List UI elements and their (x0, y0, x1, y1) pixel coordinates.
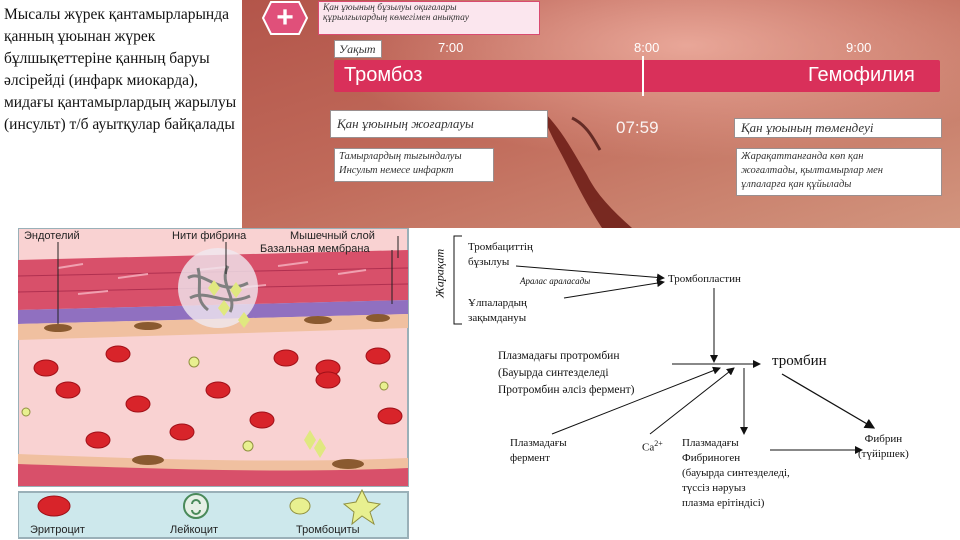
time-cursor (642, 56, 644, 96)
video-still: + Қан ұюының бұзылуы оқиғалары құрылғыла… (242, 0, 960, 228)
coagulation-arrows (453, 235, 876, 454)
intro-paragraph: Мысалы жүрек қантамырларында қанның ұюын… (4, 6, 237, 133)
leukocyte-icon (183, 493, 209, 519)
fibrinogen-text: Плазмадағы Фибриноген (бауырда синтездел… (682, 437, 790, 509)
blood-vessel-illustration: Эндотелий Нити фибрина Мышечный слой Баз… (18, 228, 410, 540)
trauma-bracket (453, 235, 462, 325)
video-background (242, 0, 960, 228)
right-note-box: Жарақаттанғанда көп қан жоғалтады, қылта… (736, 148, 942, 196)
legend-leukocyte: Лейкоцит (170, 524, 219, 536)
legend-panel (18, 491, 409, 539)
bar-label-thrombosis: Тромбоз (344, 64, 423, 86)
time-tick-7: 7:00 (438, 40, 464, 55)
calcium-text: Ca2+ (642, 439, 663, 454)
video-header-box: Қан ұюының бұзылуы оқиғалары құрылғылард… (318, 1, 540, 35)
prothrombin-text: Плазмадағы протромбин (Бауырда синтездел… (498, 350, 635, 396)
fibrin-text: Фибрин (түйіршек) (858, 433, 909, 460)
arrow-calcium-to-thrombin (649, 367, 735, 435)
label-leaders (57, 236, 399, 324)
legend-platelets: Тромбоциты (296, 524, 360, 536)
bar-label-hemophilia: Гемофилия (808, 64, 915, 86)
high-clotting-box: Қан ұюының жоғарлауы (330, 110, 548, 138)
platelet-star-icon (342, 488, 382, 526)
plasma-enzyme-text: Плазмадағы фермент (510, 437, 567, 464)
thrombin-text: тромбин (772, 353, 827, 369)
trauma-label: Жарақат (432, 248, 447, 299)
vessel-cross-section (18, 228, 410, 540)
clotting-scale-bar (334, 60, 940, 92)
arrow-platelets-to-thromboplastin (515, 265, 665, 282)
label-basal-membrane: Базальная мембрана (260, 243, 370, 255)
arrow-enzyme-to-thrombin (551, 366, 721, 435)
plus-badge: + (262, 1, 308, 35)
label-fibrin-threads: Нити фибрина (172, 230, 247, 242)
red-blood-cells (33, 345, 403, 449)
plus-icon: + (276, 1, 294, 34)
label-endothelium: Эндотелий (24, 230, 80, 242)
tissue-damage-text: Ұлпалардың зақымдануы (468, 297, 527, 324)
arrow-tissue-to-thromboplastin (563, 279, 665, 299)
time-tick-9: 9:00 (846, 40, 872, 55)
left-note-box: Тамырлардың тығындалуы Инсульт немесе ин… (334, 148, 494, 182)
label-muscle-layer: Мышечный слой (290, 230, 375, 242)
low-clotting-box: Қан ұюының төмендеуі (734, 118, 942, 138)
video-timestamp: 07:59 (616, 118, 659, 137)
platelet-destruction-text: Тромбациттің бұзылуы (468, 241, 533, 268)
thromboplastin-text: Тромбопластин (668, 273, 741, 285)
arrow-thrombin-to-fibrin (781, 373, 876, 429)
time-label: Уақыт (334, 40, 382, 58)
platelet-round-icon (289, 497, 311, 515)
legend-erythrocyte: Эритроцит (30, 524, 85, 536)
erythrocyte-icon (37, 495, 71, 517)
time-tick-8: 8:00 (634, 40, 660, 55)
mixed-together-text: Аралас араласады (520, 276, 591, 286)
